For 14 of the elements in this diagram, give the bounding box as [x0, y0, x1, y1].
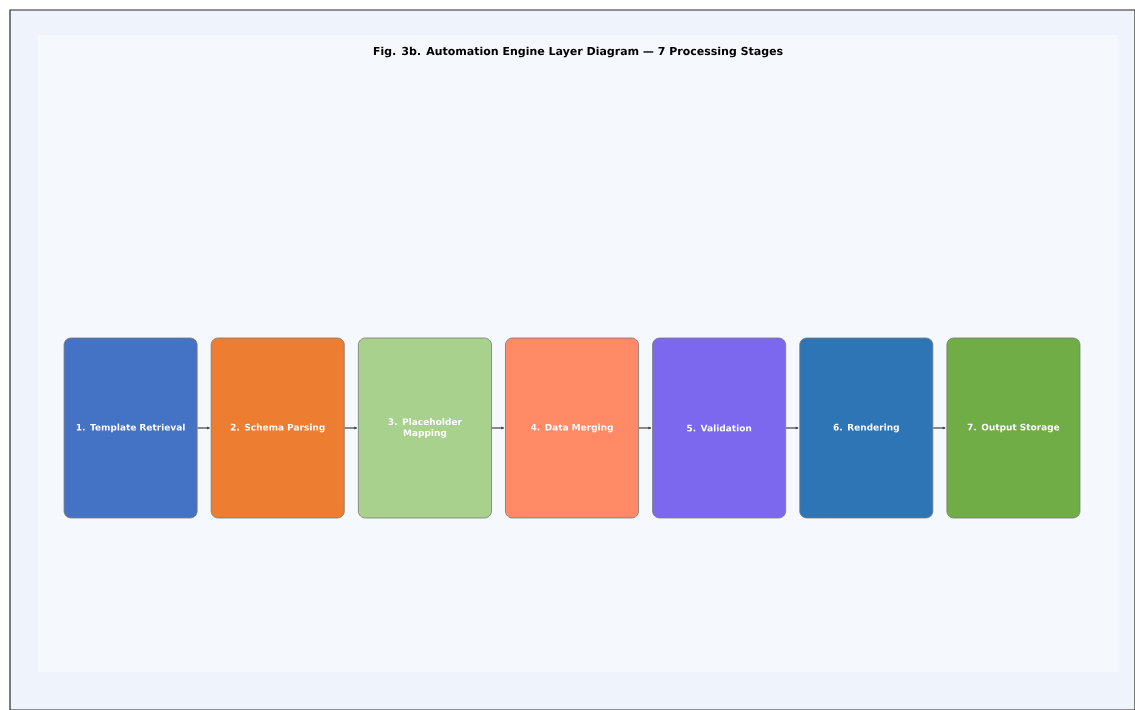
arrow — [196, 426, 210, 430]
stage-box: 2. Schema Parsing — [210, 337, 345, 519]
stage-box: 3. Placeholder Mapping — [357, 337, 492, 519]
stage-box: 5. Validation — [652, 337, 787, 519]
arrow — [638, 426, 652, 430]
title: Fig. 3b. Automation Engine Layer Diagram — 7 Processing Stages — [373, 46, 783, 58]
stage-box: 7. Output Storage — [946, 337, 1081, 519]
arrow — [344, 426, 358, 430]
arrow — [932, 426, 946, 430]
stage-box: 6. Rendering — [799, 337, 934, 519]
stage-box: 1. Template Retrieval — [63, 337, 198, 519]
arrow — [785, 426, 799, 430]
stage-box: 4. Data Merging — [505, 337, 639, 519]
arrow — [491, 426, 505, 430]
